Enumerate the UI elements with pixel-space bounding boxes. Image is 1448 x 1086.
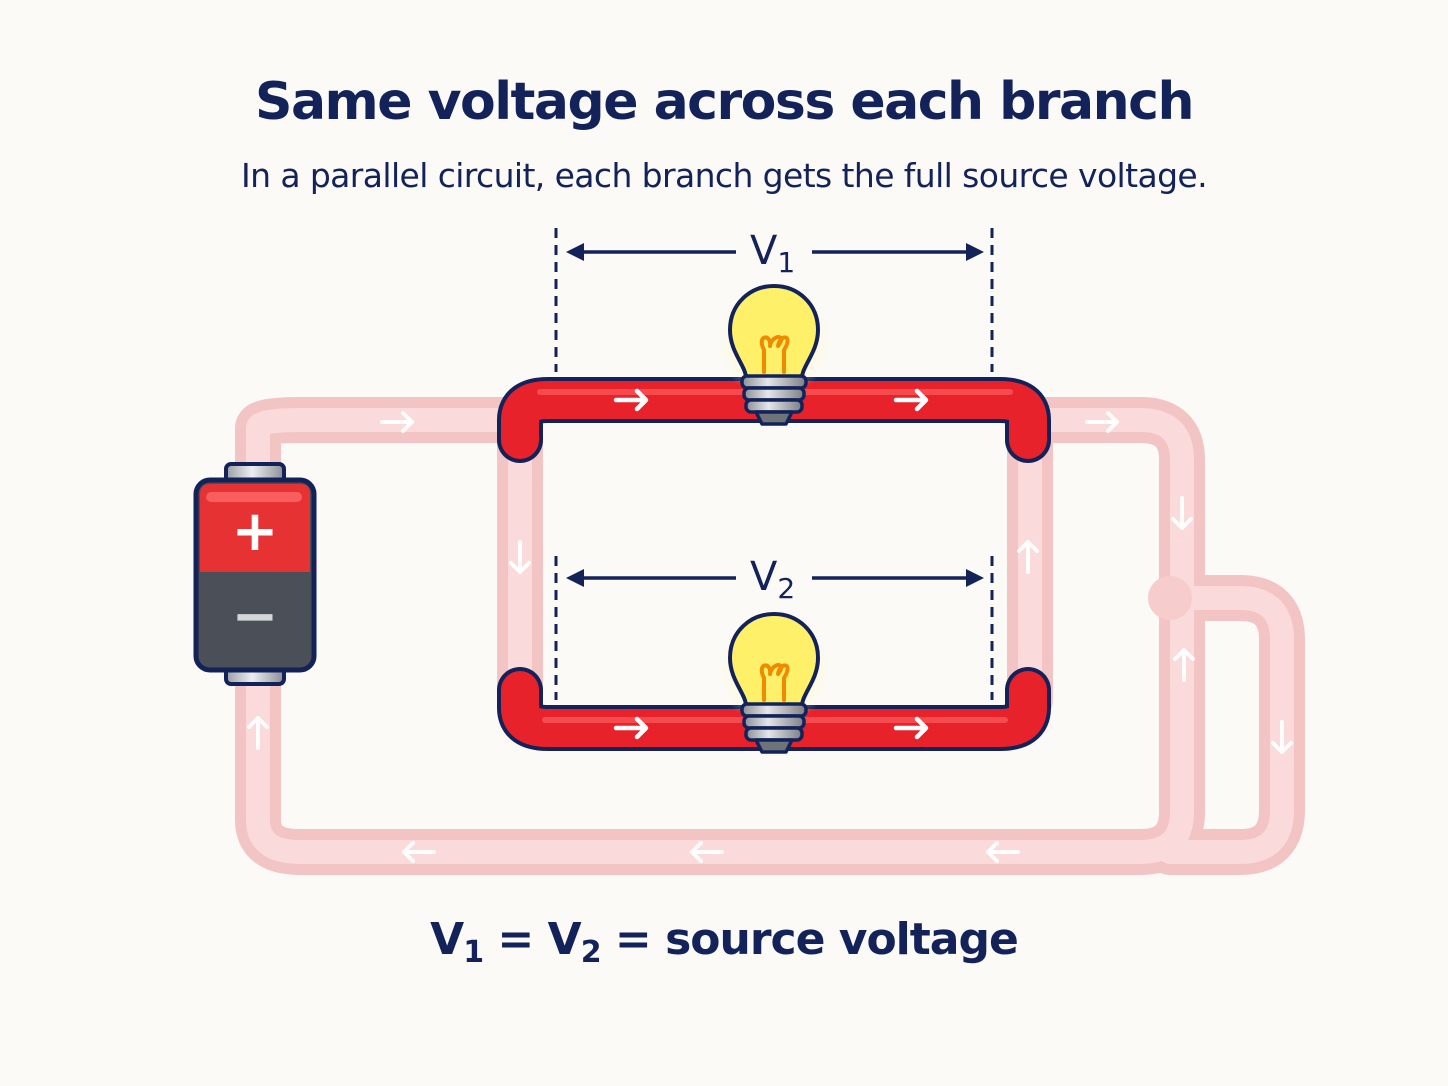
faded-flow-arrows — [247, 411, 1293, 863]
arrow-icon — [1271, 720, 1293, 754]
voltage-marker-top: V1 — [554, 228, 994, 372]
voltage-label-v1: V1 — [750, 228, 795, 279]
diagram-subtitle: In a parallel circuit, each branch gets … — [240, 156, 1208, 195]
battery-negative-label: − — [232, 584, 279, 649]
arrow-icon — [986, 841, 1020, 863]
voltage-label-v2: V2 — [750, 554, 795, 605]
arrow-icon — [1173, 648, 1195, 682]
voltage-equation: V1 = V2 = source voltage — [430, 914, 1019, 970]
arrow-icon — [690, 841, 724, 863]
arrow-icon — [402, 841, 436, 863]
arrow-icon — [1017, 540, 1039, 574]
arrow-icon — [247, 716, 269, 750]
battery-positive-label: + — [232, 499, 279, 564]
diagram-title: Same voltage across each branch — [255, 72, 1195, 132]
active-flow-arrows — [613, 388, 929, 740]
arrow-icon — [509, 540, 531, 574]
arrow-icon — [1085, 411, 1119, 433]
arrow-icon — [893, 716, 929, 740]
arrow-icon — [1171, 496, 1193, 530]
arrow-icon — [380, 411, 414, 433]
arrow-icon — [613, 716, 649, 740]
arrow-icon — [613, 388, 649, 412]
arrow-icon — [893, 388, 929, 412]
voltage-marker-bottom: V2 — [554, 554, 994, 700]
battery-icon: + − — [193, 462, 317, 686]
